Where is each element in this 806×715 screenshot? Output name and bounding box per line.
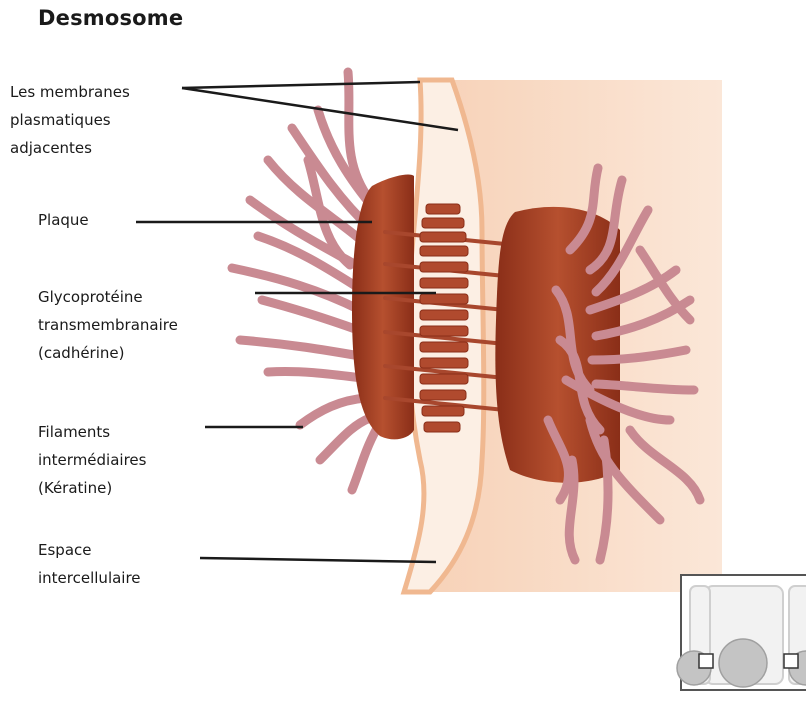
cadherin-stack bbox=[420, 204, 468, 432]
inset-cell-thumbnail bbox=[677, 575, 806, 690]
